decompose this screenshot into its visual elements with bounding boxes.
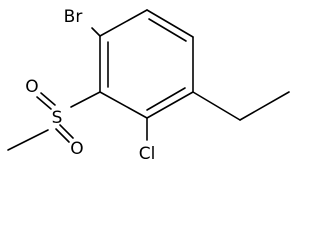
bond-ring-ethyl — [192, 91, 241, 121]
bond-s-o-bottom-a — [55, 128, 70, 143]
bond-s-o-top-b — [40, 92, 56, 106]
bond-s-o-bottom-b — [59, 124, 74, 139]
ring-bond-2 — [146, 9, 194, 38]
molecule-structure-diagram: Br S O O Cl — [7, 7, 290, 164]
atom-label-s: S — [52, 108, 63, 128]
ring-bond-4-inner — [146, 87, 186, 111]
atom-label-o-bottom: O — [70, 139, 83, 159]
bond-ring-br — [91, 27, 101, 37]
atom-label-br: Br — [64, 7, 83, 27]
bond-ethyl-methyl — [239, 91, 290, 121]
atom-label-cl: Cl — [139, 144, 156, 164]
bond-ring-s — [70, 91, 101, 108]
ring-bond-4 — [146, 91, 194, 119]
ring-bond-2-inner — [148, 18, 187, 42]
bond-s-o-top-a — [36, 96, 52, 110]
atom-label-o-top: O — [25, 77, 38, 97]
ring-bond-5 — [99, 91, 148, 119]
ring-bond-1 — [99, 9, 148, 37]
molecule-svg: Br S O O Cl — [7, 7, 290, 164]
bond-s-methyl — [7, 129, 49, 151]
